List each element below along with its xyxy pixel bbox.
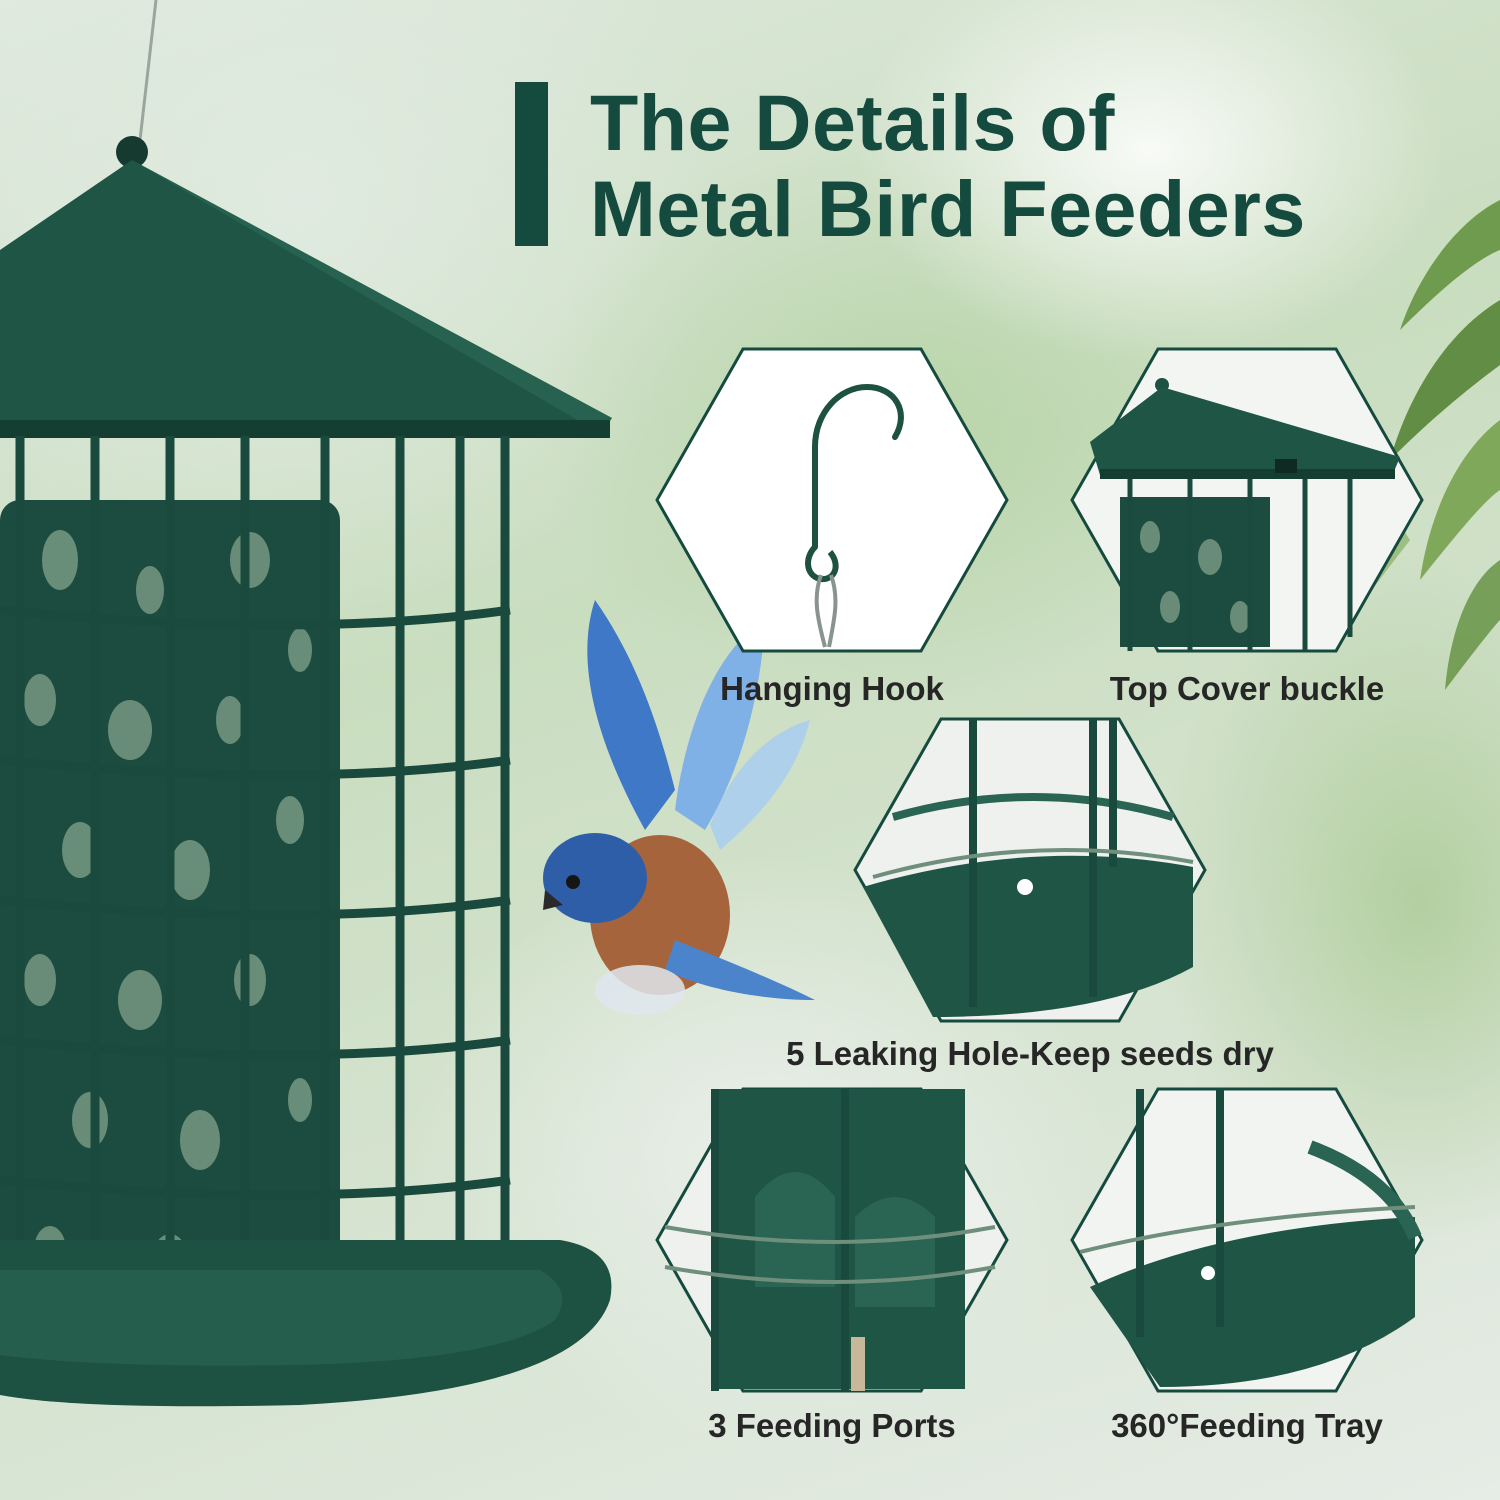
- top-cover-label: Top Cover buckle: [1109, 670, 1385, 707]
- page-title: The Details of Metal Bird Feeders: [590, 80, 1306, 252]
- bird-feeder-illustration: [0, 0, 612, 1407]
- title-accent-bar: [515, 82, 548, 246]
- hanging-hook-detail: [655, 347, 1009, 653]
- top-cover-icon: [1070, 347, 1424, 653]
- feeding-ports-detail: [655, 1087, 1009, 1393]
- top-cover-detail: [1070, 347, 1424, 653]
- feeding-tray-icon: [1070, 1087, 1424, 1393]
- hanging-hook-icon: [655, 347, 1009, 653]
- title-line-2: Metal Bird Feeders: [590, 164, 1306, 253]
- feeding-port-icon: [655, 1087, 1009, 1393]
- bluebird-illustration: [543, 600, 815, 1015]
- feeding-tray-detail: [1070, 1087, 1424, 1393]
- feeding-ports-label: 3 Feeding Ports: [708, 1407, 956, 1444]
- leaking-hole-detail: [853, 717, 1207, 1023]
- title-line-1: The Details of: [590, 78, 1115, 167]
- leaking-hole-label: 5 Leaking Hole-Keep seeds dry: [786, 1035, 1274, 1072]
- leaking-hole-icon: [853, 717, 1207, 1023]
- feeding-tray-label: 360°Feeding Tray: [1111, 1407, 1383, 1444]
- hanging-hook-label: Hanging Hook: [720, 670, 944, 707]
